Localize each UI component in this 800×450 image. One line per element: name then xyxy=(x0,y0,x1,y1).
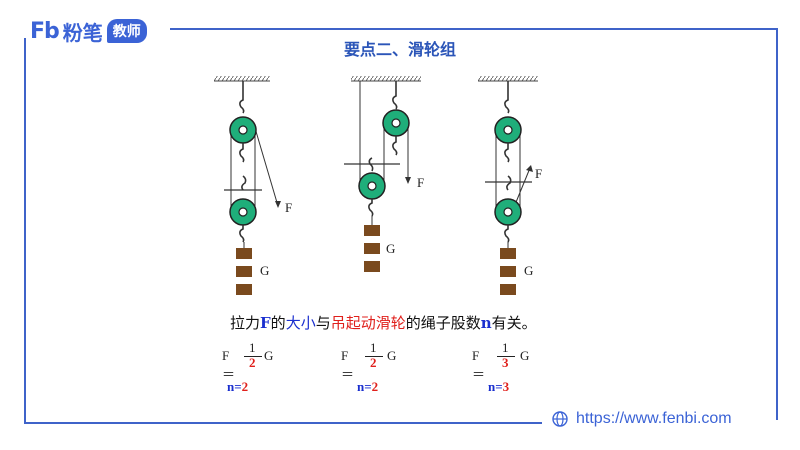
formula-numerator: 1 xyxy=(502,340,509,355)
logo-mark: Fb xyxy=(30,18,60,44)
formula-denominator: 3 xyxy=(502,355,509,370)
ceiling-2 xyxy=(351,76,421,81)
fenbi-logo: Fb 粉笔 教师 xyxy=(30,18,147,45)
n-value-1: n=2 xyxy=(227,379,248,395)
weight-label: G xyxy=(524,263,533,278)
n-value-3: n=3 xyxy=(488,379,509,395)
weight-block xyxy=(236,284,252,295)
logo-name: 粉笔 xyxy=(62,20,103,45)
n-label: n= xyxy=(227,379,242,394)
n-symbol: n xyxy=(480,314,492,332)
weight-block xyxy=(364,261,380,272)
formula-rhs: G xyxy=(264,348,274,363)
formula-denominator: 2 xyxy=(249,355,256,370)
formula-numerator: 1 xyxy=(370,340,377,355)
force-label: F xyxy=(535,166,542,181)
weight-block xyxy=(500,284,516,295)
highlight-size: 大小 xyxy=(285,314,316,332)
weight-block xyxy=(236,248,252,259)
sentence-text: 拉力 xyxy=(230,314,261,332)
weight-block xyxy=(500,248,516,259)
globe-icon xyxy=(552,411,568,427)
frame-right-border xyxy=(776,28,778,420)
logo-badge: 教师 xyxy=(106,19,147,43)
ceiling-3 xyxy=(478,76,538,81)
website-url[interactable]: https://www.fenbi.com xyxy=(576,410,732,427)
frame-bottom-border xyxy=(24,422,542,424)
force-symbol: F xyxy=(260,314,271,332)
weight-label: G xyxy=(386,241,395,256)
weight-block xyxy=(364,243,380,254)
sentence-text: 的 xyxy=(270,314,286,332)
force-label: F xyxy=(285,200,292,215)
sentence-text: 与 xyxy=(315,314,331,332)
formula-denominator: 2 xyxy=(370,355,377,370)
pulley-system-1 xyxy=(214,76,281,295)
highlight-lift: 吊起 xyxy=(330,314,361,332)
pulley-system-3 xyxy=(478,76,538,295)
highlight-moving-pulley: 动滑轮 xyxy=(360,314,406,332)
weight-block xyxy=(364,225,380,236)
website-link[interactable]: https://www.fenbi.com xyxy=(552,410,732,428)
formula-lhs: F＝ xyxy=(341,348,355,382)
n-number: 2 xyxy=(241,379,249,394)
n-label: n= xyxy=(488,379,503,394)
n-label: n= xyxy=(357,379,372,394)
force-label: F xyxy=(417,175,424,190)
weight-block xyxy=(236,266,252,277)
page-title: 要点二、滑轮组 xyxy=(343,40,456,59)
n-number: 3 xyxy=(502,379,510,394)
pulley-system-2 xyxy=(344,76,421,272)
frame-top-border xyxy=(170,28,778,30)
formula-rhs: G xyxy=(387,348,397,363)
frame-left-border xyxy=(24,38,26,424)
formula-numerator: 1 xyxy=(249,340,256,355)
hook xyxy=(239,81,245,114)
formula-lhs: F＝ xyxy=(222,348,236,382)
explanation-sentence: 拉力F的大小与吊起动滑轮的绳子股数n有关。 xyxy=(230,312,537,333)
formula-rhs: G xyxy=(520,348,530,363)
formula-lhs: F＝ xyxy=(472,348,486,382)
sentence-text: 有关。 xyxy=(491,314,537,332)
ceiling-1 xyxy=(214,76,270,81)
weight-label: G xyxy=(260,263,269,278)
n-value-2: n=2 xyxy=(357,379,378,395)
sentence-text: 的绳子股数 xyxy=(405,314,481,332)
n-number: 2 xyxy=(371,379,379,394)
weight-block xyxy=(500,266,516,277)
